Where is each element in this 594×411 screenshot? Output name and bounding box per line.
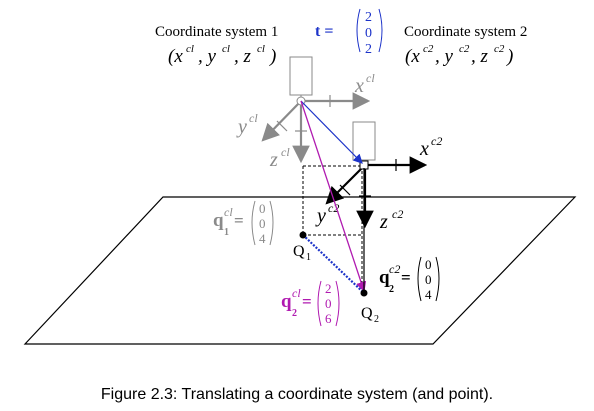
svg-text:q: q xyxy=(213,210,224,231)
svg-text:): ) xyxy=(506,46,513,67)
svg-text:q: q xyxy=(379,267,390,288)
svg-text:c2: c2 xyxy=(389,262,400,276)
cs1-x-label: x xyxy=(354,75,364,97)
svg-text:4: 4 xyxy=(425,287,432,302)
ground-plane xyxy=(23,196,577,345)
svg-text:cl: cl xyxy=(366,71,375,85)
q2-cl-label: q cl 2 = xyxy=(281,286,312,319)
svg-text:4: 4 xyxy=(259,231,266,246)
svg-text:cl: cl xyxy=(292,286,301,300)
figure-caption: Figure 2.3: Translating a coordinate sys… xyxy=(101,386,493,403)
cs2-y-label: y xyxy=(315,205,326,227)
svg-text:0: 0 xyxy=(425,257,432,272)
svg-text:2: 2 xyxy=(389,284,394,295)
q2-cl-vector-arrow xyxy=(300,100,367,293)
svg-text:c2: c2 xyxy=(431,134,442,148)
camera2-icon xyxy=(352,121,376,161)
svg-text:cl: cl xyxy=(224,205,233,219)
svg-text:(x: (x xyxy=(405,46,420,67)
svg-text:1: 1 xyxy=(224,227,229,238)
svg-text:cl: cl xyxy=(281,145,290,159)
cs1-y-label: y xyxy=(236,116,247,138)
svg-text:cl: cl xyxy=(222,43,230,55)
q2-c2-label: q c2 2 = xyxy=(379,262,411,295)
svg-text:c2: c2 xyxy=(494,43,505,55)
q2-cl-vector: 2 0 6 xyxy=(325,281,332,326)
cs1-axes xyxy=(261,92,371,164)
q2-point-label: Q xyxy=(361,305,373,322)
t-row-1: 0 xyxy=(365,26,372,41)
svg-text:cl: cl xyxy=(257,43,265,55)
svg-text:, y: , y xyxy=(435,46,454,67)
svg-text:6: 6 xyxy=(325,311,332,326)
svg-text:2: 2 xyxy=(325,281,332,296)
svg-text:0: 0 xyxy=(425,272,432,287)
svg-text:, z: , z xyxy=(234,46,252,67)
point-q1 xyxy=(299,231,307,239)
svg-text:c2: c2 xyxy=(423,43,434,55)
translation-label: t = xyxy=(315,23,333,40)
svg-text:, y: , y xyxy=(198,46,217,67)
cs1-title: Coordinate system 1 xyxy=(155,24,278,40)
svg-text:cl: cl xyxy=(249,111,258,125)
svg-text:c2: c2 xyxy=(392,207,403,221)
svg-text:c2: c2 xyxy=(328,201,339,215)
cs2-x-label: x xyxy=(419,138,429,160)
q2-c2-vector: 0 0 4 xyxy=(425,257,432,302)
svg-text:0: 0 xyxy=(259,201,266,216)
projection-dashed-lines xyxy=(302,165,363,287)
svg-text:0: 0 xyxy=(259,216,266,231)
q1-q2-translation-line xyxy=(302,234,365,294)
translation-arrow xyxy=(300,100,363,164)
svg-text:(x: (x xyxy=(168,46,183,67)
svg-text:q: q xyxy=(281,291,292,312)
svg-text:c2: c2 xyxy=(459,43,470,55)
svg-text:, z: , z xyxy=(471,46,489,67)
cs1-z-label: z xyxy=(269,149,278,171)
svg-text:0: 0 xyxy=(325,296,332,311)
cs2-title: Coordinate system 2 xyxy=(404,24,527,40)
t-row-2: 2 xyxy=(365,42,372,57)
q1-cl-vector: 0 0 4 xyxy=(259,201,266,246)
q1-point-label: Q xyxy=(293,243,305,260)
q1-cl-label: q cl 1 = xyxy=(213,205,244,238)
svg-text:=: = xyxy=(302,292,312,311)
point-q2 xyxy=(360,289,368,297)
svg-text:=: = xyxy=(401,268,411,287)
translation-vector: t = 2 0 2 xyxy=(315,10,372,57)
svg-text:cl: cl xyxy=(186,43,194,55)
svg-text:2: 2 xyxy=(292,308,297,319)
svg-text:): ) xyxy=(269,46,276,67)
camera1-icon xyxy=(289,56,313,100)
t-row-0: 2 xyxy=(365,10,372,25)
cs2-axes xyxy=(325,156,428,229)
svg-text:1: 1 xyxy=(306,252,311,263)
svg-text:2: 2 xyxy=(374,314,379,325)
cs2-z-label: z xyxy=(379,211,388,233)
svg-text:=: = xyxy=(234,211,244,230)
